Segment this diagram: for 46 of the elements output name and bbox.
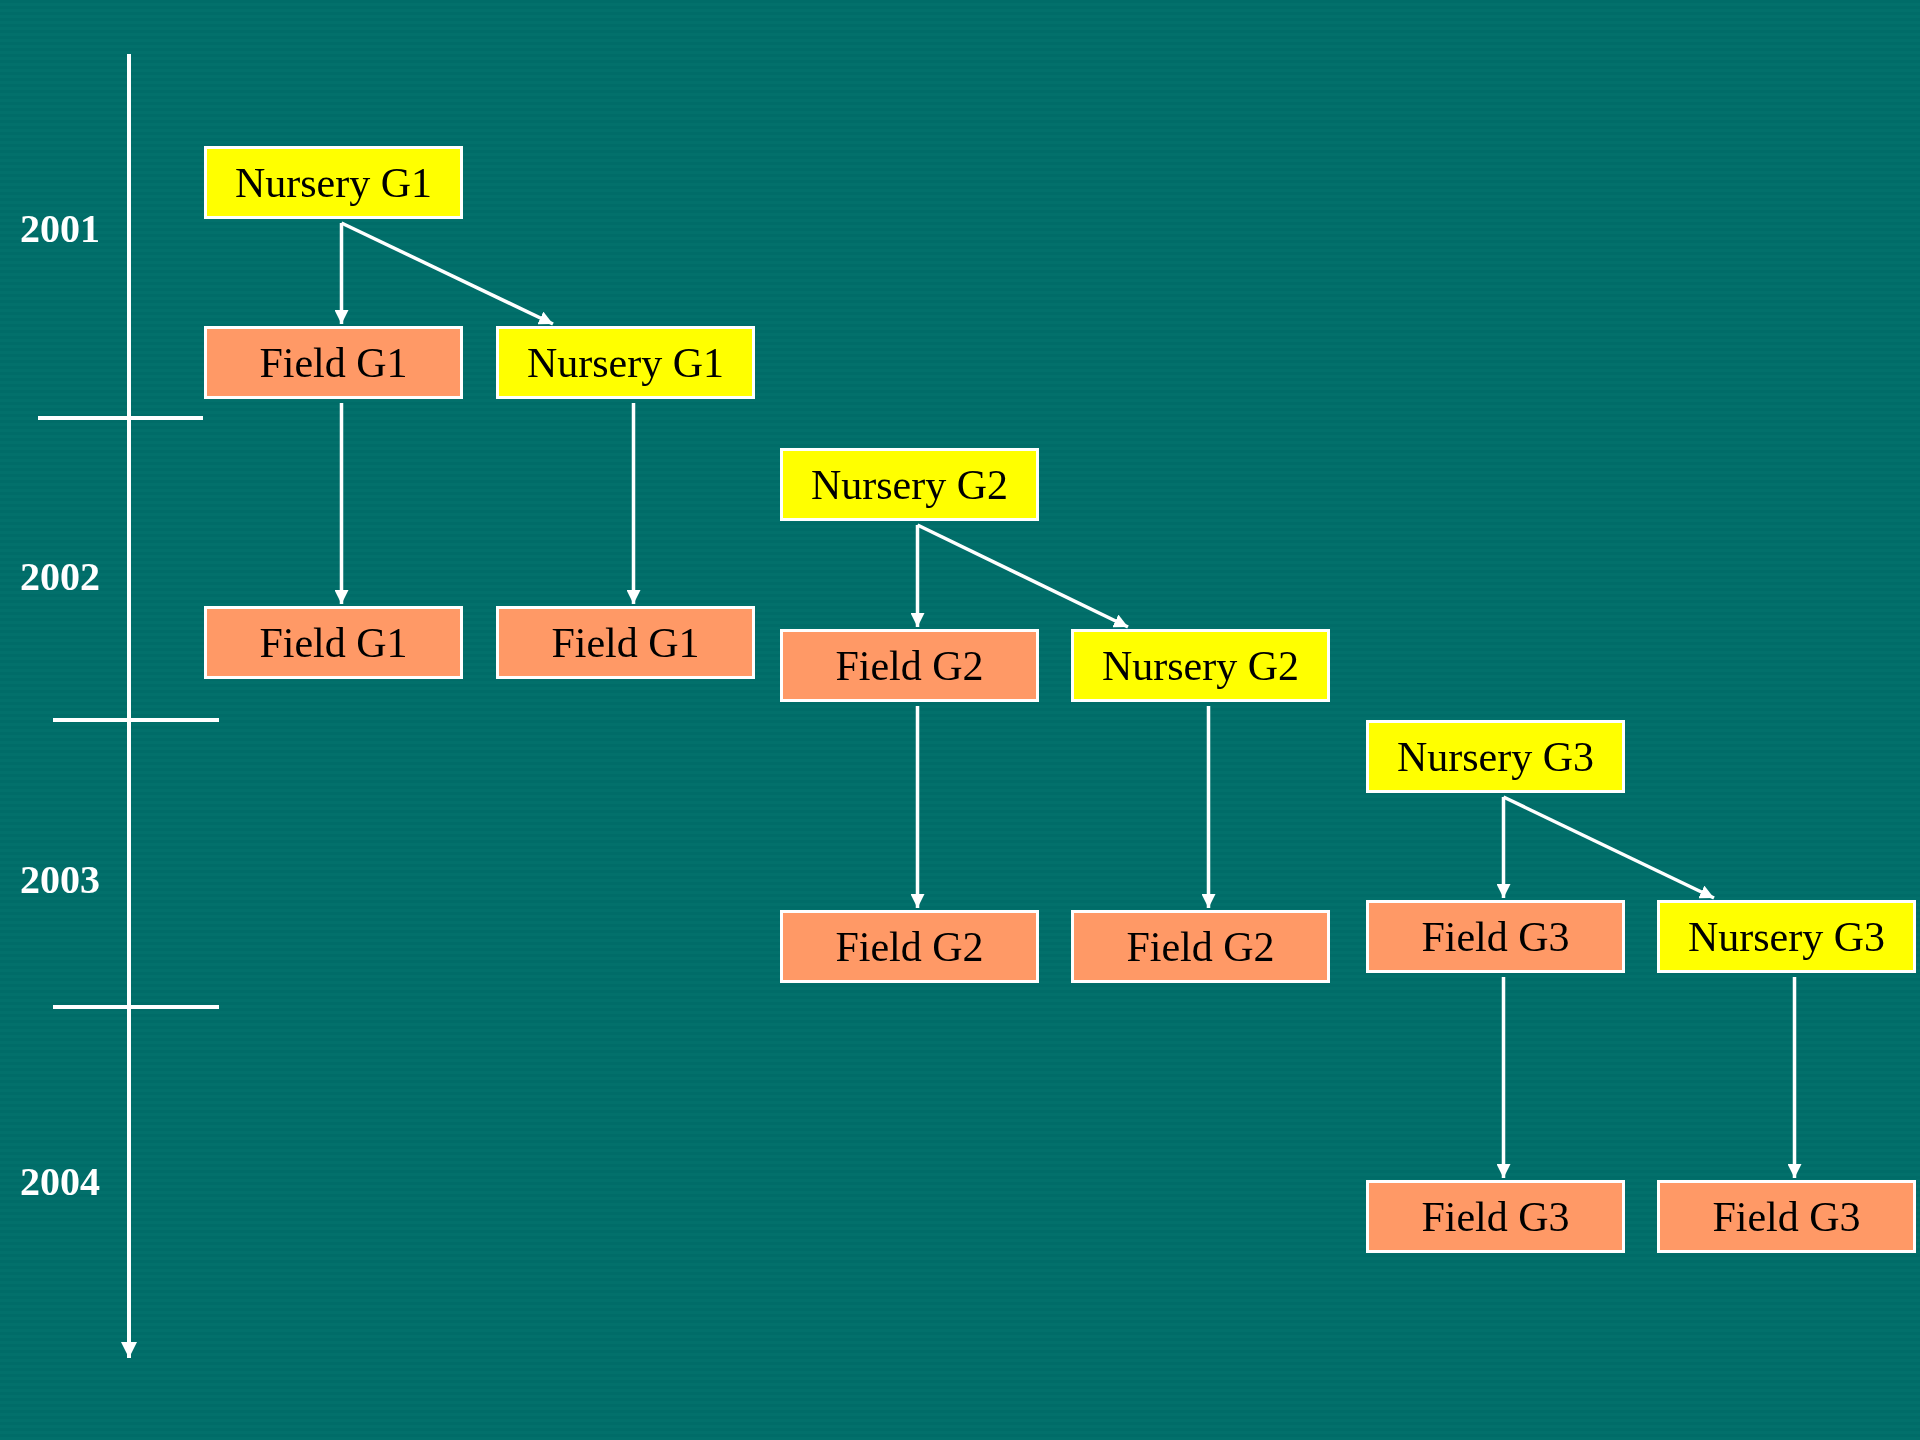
field-box xyxy=(204,606,463,679)
nursery-box xyxy=(1366,720,1625,793)
year-label: 2001 xyxy=(20,205,100,252)
field-box xyxy=(780,910,1039,983)
arrow xyxy=(916,523,1129,629)
field-box xyxy=(204,326,463,399)
arrow xyxy=(1787,977,1802,1178)
field-box xyxy=(1071,910,1330,983)
box-label: Field G1 xyxy=(551,618,700,667)
box-label: Nursery G1 xyxy=(526,338,725,387)
field-box xyxy=(780,629,1039,702)
arrow xyxy=(1201,706,1216,908)
box-label: Field G2 xyxy=(835,641,984,690)
field-box xyxy=(1657,1180,1916,1253)
box-label: Field G3 xyxy=(1712,1192,1861,1241)
arrow xyxy=(340,221,554,326)
arrow xyxy=(910,525,925,627)
box-label: Field G1 xyxy=(259,618,408,667)
box-label: Field G2 xyxy=(1126,922,1275,971)
box-label: Nursery G3 xyxy=(1396,732,1595,781)
year-label: 2003 xyxy=(20,856,100,903)
nursery-box xyxy=(780,448,1039,521)
box-label: Field G1 xyxy=(259,338,408,387)
nursery-box xyxy=(496,326,755,399)
nursery-box xyxy=(1657,900,1916,973)
arrow xyxy=(1502,795,1715,900)
arrow xyxy=(1496,977,1511,1178)
year-label: 2004 xyxy=(20,1158,100,1205)
box-label: Nursery G1 xyxy=(234,158,433,207)
box-label: Field G3 xyxy=(1421,912,1570,961)
arrow xyxy=(910,706,925,908)
nursery-box xyxy=(1071,629,1330,702)
arrow xyxy=(626,403,641,604)
box-label: Field G3 xyxy=(1421,1192,1570,1241)
arrow xyxy=(334,403,349,604)
field-box xyxy=(496,606,755,679)
nursery-box xyxy=(204,146,463,219)
box-label: Nursery G2 xyxy=(1101,641,1300,690)
box-label: Nursery G3 xyxy=(1687,912,1886,961)
field-box xyxy=(1366,1180,1625,1253)
arrow xyxy=(334,223,349,324)
box-label: Nursery G2 xyxy=(810,460,1009,509)
box-label: Field G2 xyxy=(835,922,984,971)
field-box xyxy=(1366,900,1625,973)
arrow xyxy=(1496,797,1511,898)
year-label: 2002 xyxy=(20,553,100,600)
